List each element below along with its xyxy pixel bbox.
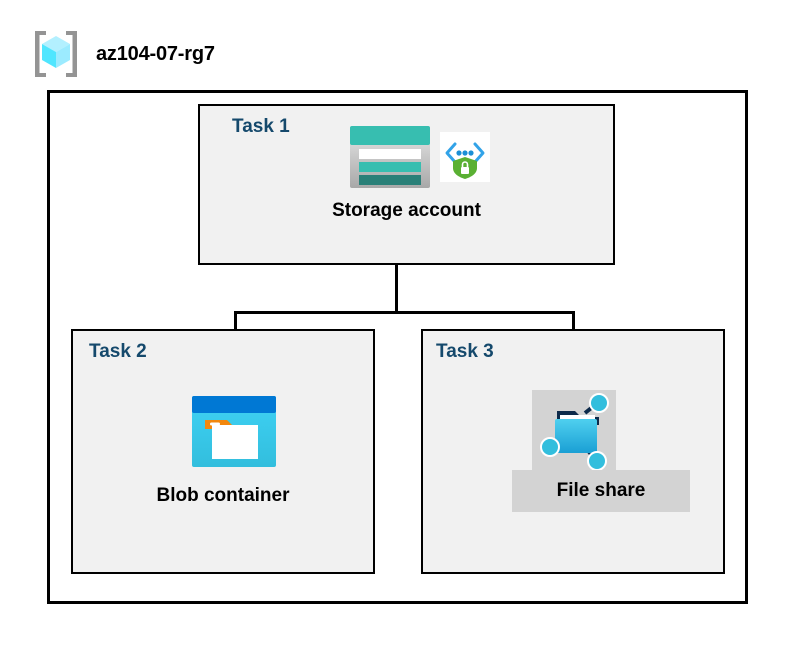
resource-group-name: az104-07-rg7 <box>96 42 215 65</box>
connector-task1-trunk <box>395 265 398 313</box>
storage-account-caption: Storage account <box>332 200 481 221</box>
file-share-icon <box>540 393 609 471</box>
task-panel-1[interactable]: Task 1 <box>198 104 615 265</box>
file-share-caption-highlight <box>512 470 690 512</box>
file-share-caption: File share <box>556 480 646 501</box>
task-1-label: Task 1 <box>232 116 290 137</box>
blob-container-caption: Blob container <box>156 485 290 506</box>
task-3-label: Task 3 <box>436 341 494 362</box>
blob-container-icon <box>192 396 276 467</box>
connector-crossbar <box>234 311 575 314</box>
secure-endpoint-icon <box>440 132 490 182</box>
storage-account-icon <box>350 126 430 188</box>
storage-account-icon-group <box>348 124 490 190</box>
task-panel-2[interactable]: Task 2 Blob container <box>71 329 375 574</box>
resource-group-cube-icon <box>35 31 77 77</box>
task-panel-3[interactable]: Task 3 File share <box>421 329 725 574</box>
resource-group-header: az104-07-rg7 <box>30 28 215 80</box>
task-2-label: Task 2 <box>89 341 147 362</box>
